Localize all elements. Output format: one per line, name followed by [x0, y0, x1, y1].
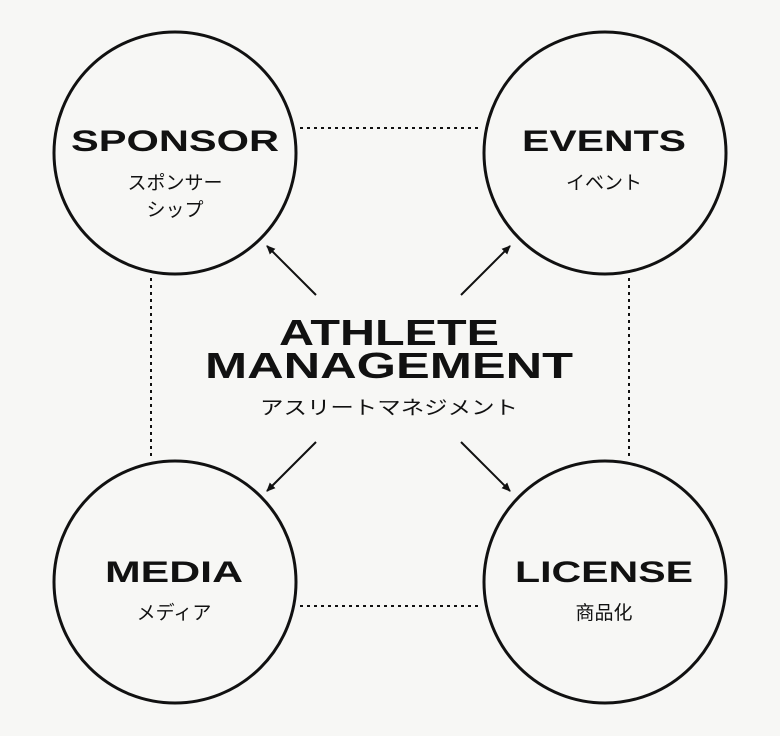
license-title: LICENSE — [515, 556, 693, 589]
media-circle — [52, 459, 298, 705]
license-circle — [482, 459, 728, 705]
arrow-to-sponsor — [266, 245, 317, 296]
center-title-line2: MANAGEMENT — [205, 345, 573, 386]
sponsor-title: SPONSOR — [71, 125, 279, 158]
events-circle — [482, 30, 728, 276]
center-subtitle: アスリートマネジメント — [260, 397, 518, 419]
sponsor-circle — [52, 30, 298, 276]
arrow-to-license — [460, 441, 511, 492]
sponsor-subtitle-line1: スポンサー — [127, 172, 222, 194]
center-title-line1: ATHLETE — [279, 312, 499, 353]
events-subtitle: イベント — [566, 172, 642, 194]
media-subtitle: メディア — [137, 602, 212, 624]
media-title: MEDIA — [105, 556, 243, 589]
events-title: EVENTS — [522, 125, 686, 158]
license-subtitle: 商品化 — [575, 602, 632, 624]
arrow-to-media — [266, 441, 317, 492]
arrow-to-events — [460, 245, 511, 296]
sponsor-subtitle-line2: シップ — [146, 199, 203, 221]
